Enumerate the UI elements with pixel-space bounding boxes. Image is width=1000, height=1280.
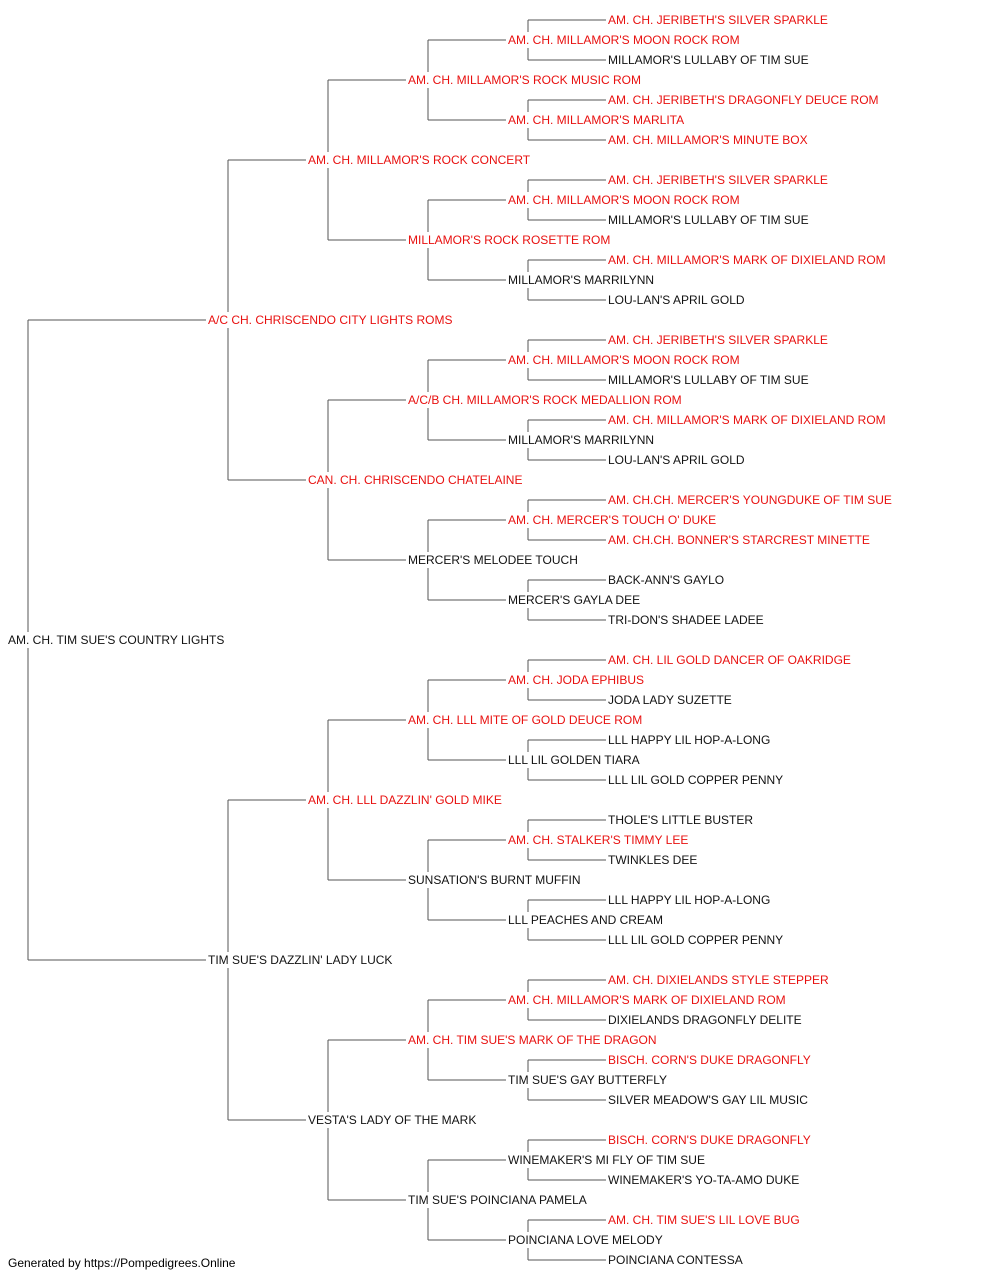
ancestor-name-gen-5: SILVER MEADOW'S GAY LIL MUSIC xyxy=(608,1093,808,1107)
ancestor-name-gen-2: VESTA'S LADY OF THE MARK xyxy=(308,1113,476,1127)
ancestor-name-gen-4: MERCER'S GAYLA DEE xyxy=(508,593,640,607)
ancestor-name-gen-5: THOLE'S LITTLE BUSTER xyxy=(608,813,753,827)
ancestor-name-gen-3: MILLAMOR'S ROCK ROSETTE ROM xyxy=(408,233,610,247)
ancestor-name-gen-5: JODA LADY SUZETTE xyxy=(608,693,732,707)
ancestor-name-gen-4: AM. CH. MERCER'S TOUCH O' DUKE xyxy=(508,513,716,527)
ancestor-name-gen-3: TIM SUE'S POINCIANA PAMELA xyxy=(408,1193,587,1207)
ancestor-name-gen-5: BISCH. CORN'S DUKE DRAGONFLY xyxy=(608,1133,811,1147)
ancestor-name-gen-5: AM. CH.CH. MERCER'S YOUNGDUKE OF TIM SUE xyxy=(608,493,892,507)
ancestor-name-gen-1: TIM SUE'S DAZZLIN' LADY LUCK xyxy=(208,953,392,967)
ancestor-name-gen-5: LLL HAPPY LIL HOP-A-LONG xyxy=(608,893,770,907)
ancestor-name-gen-5: MILLAMOR'S LULLABY OF TIM SUE xyxy=(608,373,809,387)
ancestor-name-gen-4: AM. CH. STALKER'S TIMMY LEE xyxy=(508,833,688,847)
ancestor-name-gen-5: DIXIELANDS DRAGONFLY DELITE xyxy=(608,1013,802,1027)
ancestor-name-gen-5: AM. CH. JERIBETH'S SILVER SPARKLE xyxy=(608,173,828,187)
ancestor-name-gen-4: AM. CH. MILLAMOR'S MARK OF DIXIELAND ROM xyxy=(508,993,786,1007)
ancestor-name-gen-5: MILLAMOR'S LULLABY OF TIM SUE xyxy=(608,53,809,67)
ancestor-name-gen-2: AM. CH. LLL DAZZLIN' GOLD MIKE xyxy=(308,793,502,807)
ancestor-name-gen-5: AM. CH. JERIBETH'S DRAGONFLY DEUCE ROM xyxy=(608,93,879,107)
ancestor-name-gen-5: LLL LIL GOLD COPPER PENNY xyxy=(608,773,783,787)
ancestor-name-gen-5: AM. CH. DIXIELANDS STYLE STEPPER xyxy=(608,973,829,987)
ancestor-name-gen-4: TIM SUE'S GAY BUTTERFLY xyxy=(508,1073,667,1087)
ancestor-name-gen-5: LOU-LAN'S APRIL GOLD xyxy=(608,453,745,467)
ancestor-name-gen-3: AM. CH. LLL MITE OF GOLD DEUCE ROM xyxy=(408,713,642,727)
ancestor-name-gen-4: WINEMAKER'S MI FLY OF TIM SUE xyxy=(508,1153,705,1167)
ancestor-name-gen-4: AM. CH. JODA EPHIBUS xyxy=(508,673,644,687)
ancestor-name-gen-5: AM. CH. MILLAMOR'S MINUTE BOX xyxy=(608,133,808,147)
ancestor-name-gen-4: MILLAMOR'S MARRILYNN xyxy=(508,433,654,447)
ancestor-name-gen-4: AM. CH. MILLAMOR'S MOON ROCK ROM xyxy=(508,353,740,367)
ancestor-name-gen-5: BISCH. CORN'S DUKE DRAGONFLY xyxy=(608,1053,811,1067)
ancestor-name-gen-4: AM. CH. MILLAMOR'S MOON ROCK ROM xyxy=(508,193,740,207)
subject-dog-name: AM. CH. TIM SUE'S COUNTRY LIGHTS xyxy=(8,633,224,647)
ancestor-name-gen-5: POINCIANA CONTESSA xyxy=(608,1253,743,1267)
ancestor-name-gen-4: POINCIANA LOVE MELODY xyxy=(508,1233,663,1247)
ancestor-name-gen-3: AM. CH. MILLAMOR'S ROCK MUSIC ROM xyxy=(408,73,641,87)
ancestor-name-gen-5: LLL HAPPY LIL HOP-A-LONG xyxy=(608,733,770,747)
generated-by-footer: Generated by https://Pompedigrees.Online xyxy=(8,1256,236,1270)
ancestor-name-gen-5: AM. CH. MILLAMOR'S MARK OF DIXIELAND ROM xyxy=(608,413,886,427)
ancestor-name-gen-4: LLL LIL GOLDEN TIARA xyxy=(508,753,640,767)
ancestor-name-gen-2: AM. CH. MILLAMOR'S ROCK CONCERT xyxy=(308,153,531,167)
ancestor-name-gen-5: TRI-DON'S SHADEE LADEE xyxy=(608,613,764,627)
ancestor-name-gen-5: AM. CH. LIL GOLD DANCER OF OAKRIDGE xyxy=(608,653,851,667)
ancestor-name-gen-5: AM. CH. JERIBETH'S SILVER SPARKLE xyxy=(608,333,828,347)
ancestor-name-gen-4: AM. CH. MILLAMOR'S MOON ROCK ROM xyxy=(508,33,740,47)
ancestor-name-gen-5: AM. CH.CH. BONNER'S STARCREST MINETTE xyxy=(608,533,870,547)
ancestor-name-gen-2: CAN. CH. CHRISCENDO CHATELAINE xyxy=(308,473,522,487)
ancestor-name-gen-3: MERCER'S MELODEE TOUCH xyxy=(408,553,578,567)
ancestor-name-gen-5: AM. CH. JERIBETH'S SILVER SPARKLE xyxy=(608,13,828,27)
ancestor-name-gen-3: SUNSATION'S BURNT MUFFIN xyxy=(408,873,581,887)
ancestor-name-gen-4: MILLAMOR'S MARRILYNN xyxy=(508,273,654,287)
ancestor-name-gen-4: AM. CH. MILLAMOR'S MARLITA xyxy=(508,113,684,127)
ancestor-name-gen-3: A/C/B CH. MILLAMOR'S ROCK MEDALLION ROM xyxy=(408,393,682,407)
ancestor-name-gen-5: AM. CH. MILLAMOR'S MARK OF DIXIELAND ROM xyxy=(608,253,886,267)
ancestor-name-gen-4: LLL PEACHES AND CREAM xyxy=(508,913,663,927)
ancestor-name-gen-3: AM. CH. TIM SUE'S MARK OF THE DRAGON xyxy=(408,1033,657,1047)
ancestor-name-gen-5: BACK-ANN'S GAYLO xyxy=(608,573,724,587)
ancestor-name-gen-5: MILLAMOR'S LULLABY OF TIM SUE xyxy=(608,213,809,227)
ancestor-name-gen-5: TWINKLES DEE xyxy=(608,853,697,867)
ancestor-name-gen-5: WINEMAKER'S YO-TA-AMO DUKE xyxy=(608,1173,799,1187)
ancestor-name-gen-5: AM. CH. TIM SUE'S LIL LOVE BUG xyxy=(608,1213,800,1227)
ancestor-name-gen-5: LLL LIL GOLD COPPER PENNY xyxy=(608,933,783,947)
ancestor-name-gen-5: LOU-LAN'S APRIL GOLD xyxy=(608,293,745,307)
ancestor-name-gen-1: A/C CH. CHRISCENDO CITY LIGHTS ROMS xyxy=(208,313,452,327)
